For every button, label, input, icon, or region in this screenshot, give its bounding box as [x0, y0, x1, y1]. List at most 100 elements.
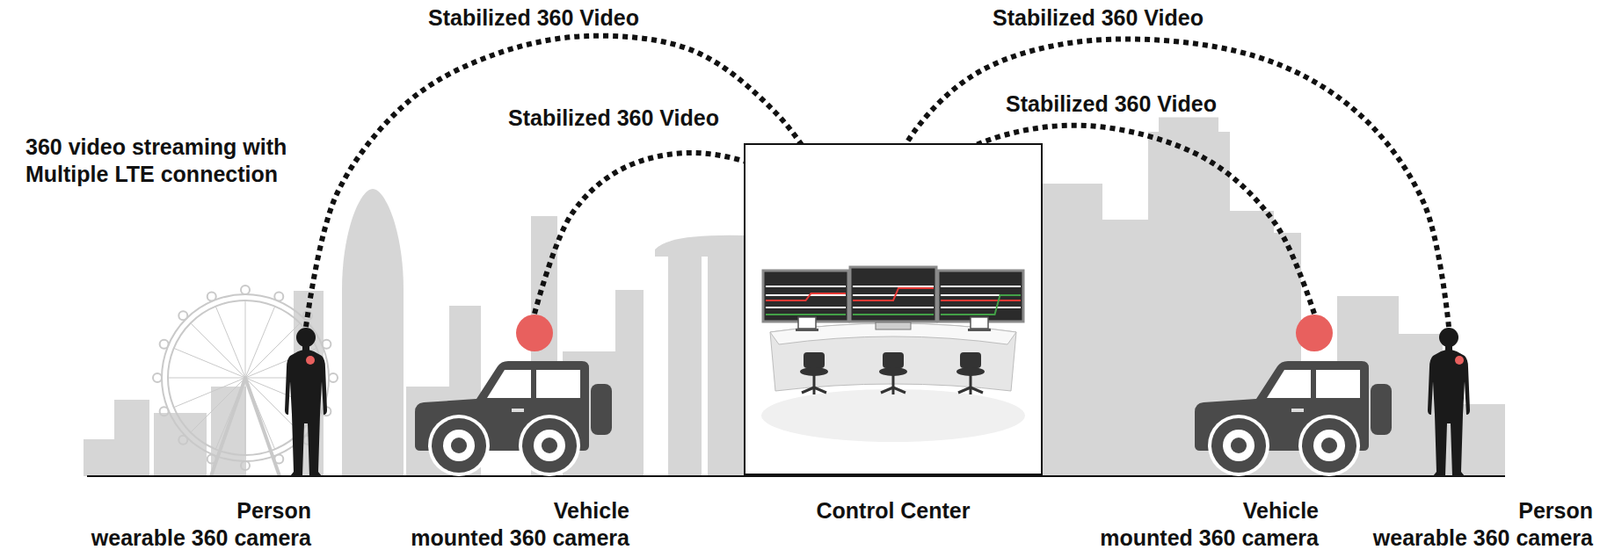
tire [431, 418, 487, 473]
chair-stem [813, 373, 816, 388]
monitor [763, 270, 849, 322]
wheel-arch [428, 414, 490, 477]
monitor-trace [765, 293, 846, 301]
building [1102, 219, 1152, 477]
hotel-platform [654, 235, 744, 257]
node-caption: Vehiclemounted 360 camera [410, 497, 630, 553]
control-center-box: Control Center [743, 143, 1043, 476]
person-body [1427, 349, 1470, 477]
wheel-spoke [190, 323, 246, 379]
edge-label: Stabilized 360 Video [425, 4, 642, 32]
wheel-pod [328, 373, 338, 383]
wheel-arch [518, 414, 581, 477]
node-description: mounted 360 camera [1099, 524, 1319, 553]
node-description: wearable 360 camera [91, 524, 312, 553]
wheel-arch [1298, 414, 1360, 477]
chair-stem [892, 373, 895, 388]
vehicle-figure: Vehiclemounted 360 camera [1192, 313, 1396, 477]
wheel-spoke [245, 300, 247, 379]
wheel-pod [178, 311, 188, 320]
wheel-pod [160, 407, 169, 416]
chair-base [880, 387, 906, 395]
monitor-trace [765, 294, 846, 297]
rim [533, 429, 566, 462]
annotation-label: 360 video streaming with Multiple LTE co… [25, 133, 316, 189]
vehicle-window [1266, 370, 1311, 399]
monitor-trace [765, 285, 846, 288]
monitor-trace [852, 285, 934, 288]
monitor [938, 270, 1024, 322]
chair-back [803, 352, 825, 369]
wheel-arch [1207, 414, 1270, 477]
person-body [284, 349, 328, 477]
monitor-trace [940, 299, 1021, 302]
edge-label-wrap: Stabilized 360 Video [425, 4, 642, 32]
skyline-buildings [83, 96, 1506, 477]
tire [1301, 418, 1357, 473]
building [668, 254, 702, 477]
door-handle [1291, 408, 1304, 413]
chair-base [958, 387, 983, 395]
wheel-pod [160, 340, 169, 350]
person-head [1439, 327, 1459, 348]
laptop [970, 317, 989, 329]
node-illustration [283, 327, 329, 477]
hub [1321, 437, 1338, 454]
wheel-pod [240, 285, 250, 295]
person-figure: Personwearable 360 camera [283, 327, 329, 477]
wheel-spoke [215, 306, 246, 379]
monitor-trace [940, 295, 1021, 315]
edge-label-wrap: Stabilized 360 Video [1003, 90, 1220, 118]
wheel-pod [207, 454, 217, 464]
spare-tire [1370, 384, 1392, 436]
wearable-camera [305, 356, 315, 365]
laptop [798, 317, 816, 329]
wheel-pod [207, 292, 217, 302]
monitor-trace [852, 294, 934, 297]
rim [1222, 429, 1255, 462]
vehicle-window [1316, 370, 1360, 399]
node-heading: Vehicle [1099, 497, 1319, 525]
wheel-pod [152, 373, 162, 383]
wheel-pod [321, 340, 331, 350]
chair-back [882, 352, 904, 369]
wheel-spoke [167, 378, 246, 379]
edge-label-wrap: Stabilized 360 Video [505, 104, 722, 132]
monitor-trace [765, 306, 846, 309]
node-illustration [1425, 327, 1472, 477]
node-description: mounted 360 camera [410, 524, 630, 553]
vehicle-window [487, 370, 531, 399]
edge-label: Stabilized 360 Video [1003, 90, 1220, 118]
hub [450, 437, 467, 454]
node-caption: Control Center [743, 497, 1043, 525]
chair-stem [969, 373, 973, 388]
monitor-trace [940, 285, 1021, 288]
monitor-trace [852, 306, 934, 309]
hub [1230, 437, 1247, 454]
hub [541, 437, 558, 454]
building [153, 413, 207, 477]
node-illustration [1192, 313, 1396, 477]
edge-label: Stabilized 360 Video [989, 4, 1207, 32]
rim [443, 429, 475, 462]
wheel-pod [240, 461, 250, 471]
node-caption: Personwearable 360 camera [91, 497, 312, 553]
keyboard [875, 322, 911, 330]
node-heading: Control Center [743, 497, 1043, 525]
roof-camera [516, 314, 553, 352]
wheel-pod [178, 436, 188, 445]
monitor-trace [940, 306, 1021, 309]
node-heading: Person [91, 497, 312, 525]
laptop-base [795, 328, 819, 332]
person-head [296, 327, 316, 348]
node-caption: Vehiclemounted 360 camera [1099, 497, 1319, 553]
wheel-spoke [245, 378, 276, 450]
wheel-pod [274, 454, 284, 464]
control-center-frame [744, 144, 1042, 475]
monitor [850, 267, 937, 322]
wheel-pod [274, 292, 284, 302]
floor-shadow [761, 389, 1026, 443]
building [707, 254, 744, 477]
